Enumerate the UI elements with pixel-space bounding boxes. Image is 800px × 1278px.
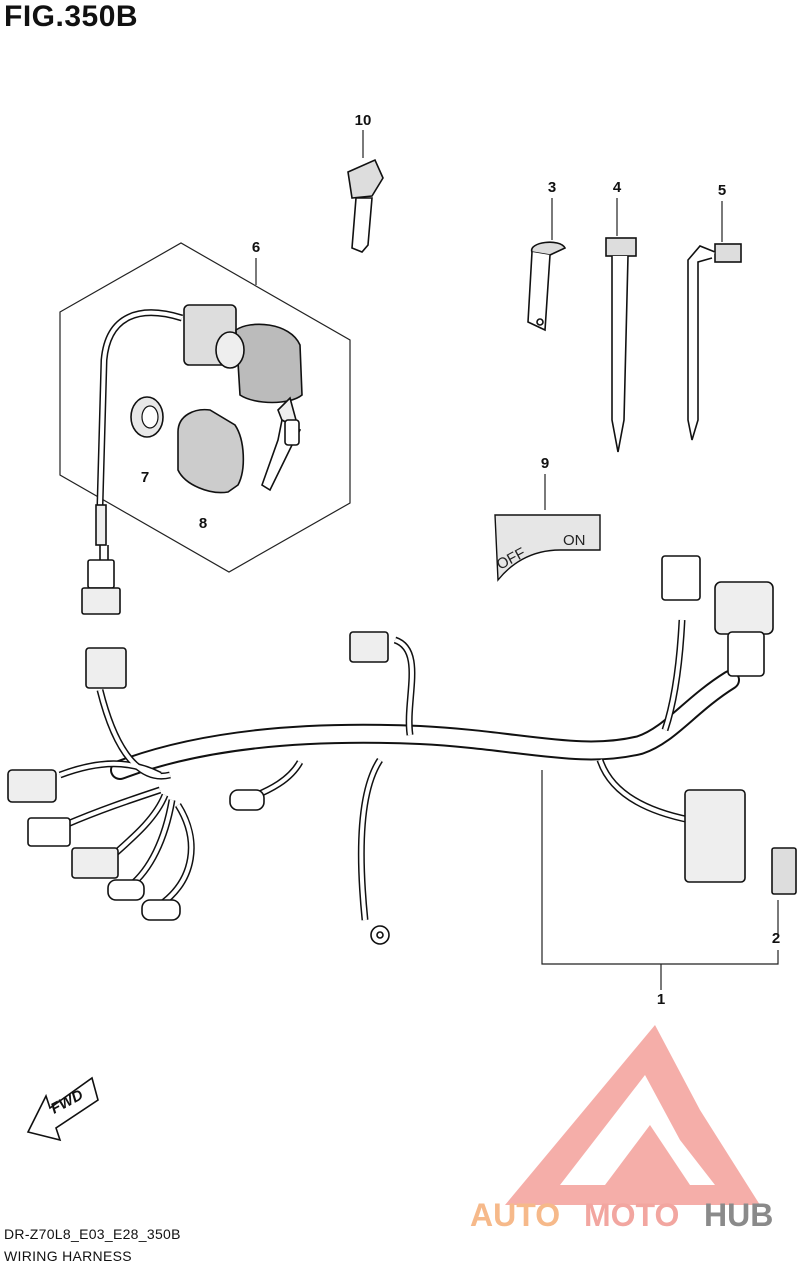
connector-left-1-icon <box>7 769 57 803</box>
connector-small-icon <box>229 789 265 811</box>
wiring-harness-icon <box>58 619 740 921</box>
callout-9: 9 <box>541 455 549 472</box>
cable-tie-icon <box>605 237 637 453</box>
figure-title: FIG.350B <box>4 0 139 33</box>
ignition-connector-icon <box>81 504 121 615</box>
ignition-plate: OFF ON <box>494 514 601 582</box>
callout-2: 2 <box>772 930 780 947</box>
watermark-text-auto: AUTO <box>470 1197 560 1233</box>
fuse-holder-icon <box>684 789 746 883</box>
connector-6pin-icon <box>714 581 774 635</box>
callout-4: 4 <box>613 179 622 196</box>
watermark-text-moto: MOTO <box>584 1197 679 1233</box>
clamp-icon <box>527 241 567 332</box>
harness-connectors <box>7 555 797 945</box>
forward-arrow-icon: FWD <box>26 1076 99 1142</box>
figure-name: WIRING HARNESS <box>4 1248 132 1264</box>
ignition-switch-icon <box>96 304 303 506</box>
connector-left-2-icon <box>27 817 71 847</box>
fuse-icon <box>771 847 797 895</box>
callout-8: 8 <box>199 515 207 532</box>
connector-left-5-icon <box>141 899 181 921</box>
callout-3: 3 <box>548 179 556 196</box>
callout-6: 6 <box>252 239 260 256</box>
callout-7: 7 <box>141 469 149 486</box>
key-icon <box>347 158 384 253</box>
connector-top-icon <box>661 555 701 601</box>
nut-icon <box>130 396 164 438</box>
connector-left-top-icon <box>85 647 127 689</box>
watermark-text-hub: HUB <box>704 1197 773 1233</box>
callout-5: 5 <box>718 182 726 199</box>
callout-10: 10 <box>355 112 372 129</box>
plate-on-label: ON <box>563 532 586 549</box>
connector-middle-icon <box>349 631 389 663</box>
leader-lines <box>255 130 779 990</box>
assembly-6-outline <box>59 242 351 573</box>
model-code: DR-Z70L8_E03_E28_350B <box>4 1226 181 1242</box>
cover-icon <box>177 408 245 494</box>
cable-tie-clip-icon <box>687 243 742 441</box>
connector-left-4-icon <box>107 879 145 901</box>
watermark-logo-icon <box>505 1025 760 1205</box>
connector-left-3-icon <box>71 847 119 879</box>
callout-1: 1 <box>657 991 665 1008</box>
